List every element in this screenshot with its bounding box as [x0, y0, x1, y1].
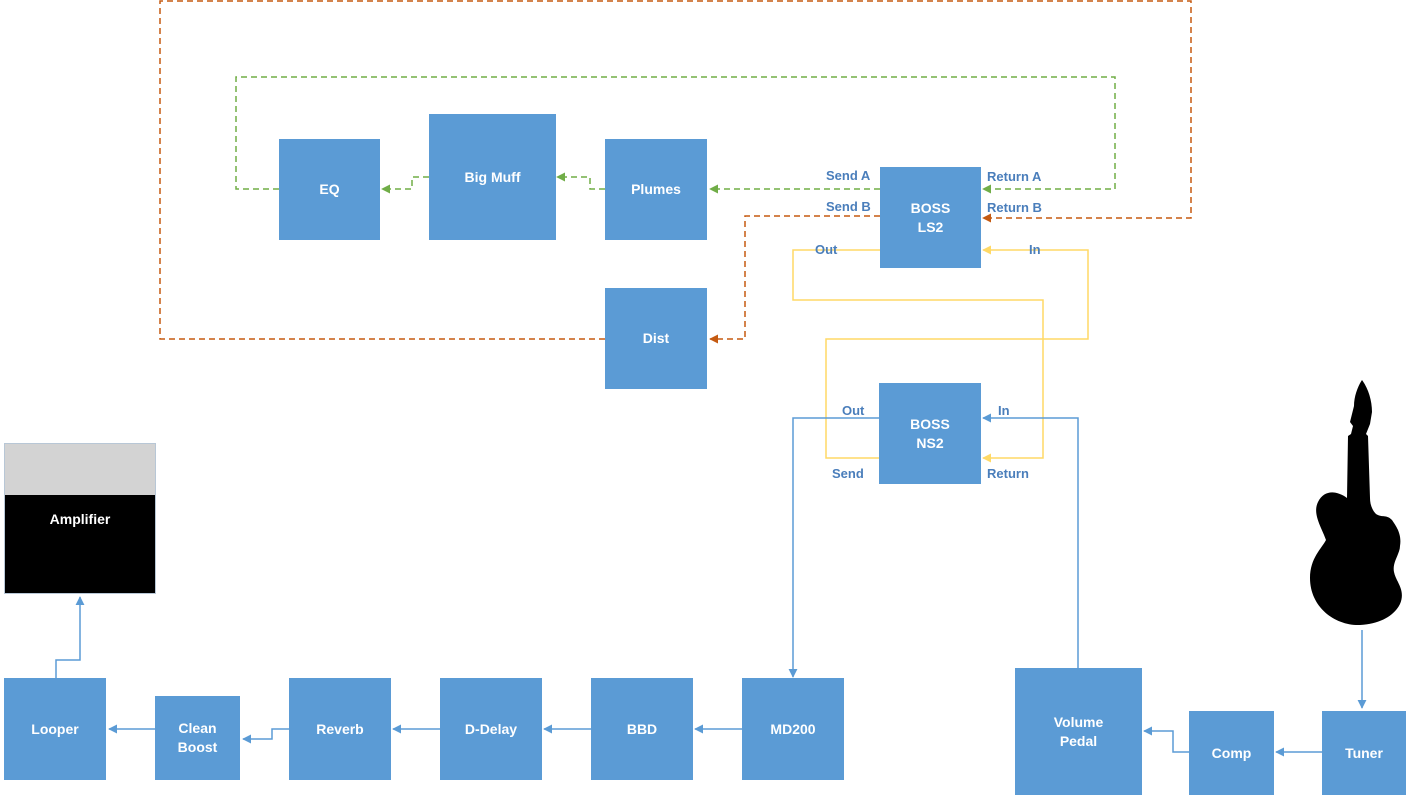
d-delay-pedal: D-Delay — [440, 678, 542, 780]
eq-pedal: EQ — [279, 139, 380, 240]
ns2-return-label: Return — [987, 466, 1029, 481]
amplifier-label: Amplifier — [5, 495, 155, 593]
ns2-out-label: Out — [842, 403, 865, 418]
dist-pedal: Dist — [605, 288, 707, 389]
ls2-in-label: In — [1029, 242, 1041, 257]
electric-guitar-icon — [1310, 380, 1402, 626]
clean-boost-pedal: Clean Boost — [155, 696, 240, 780]
ls2-loop-a-wire — [235, 76, 1116, 194]
big-muff-pedal: Big Muff — [429, 114, 556, 240]
md200-pedal: MD200 — [742, 678, 844, 780]
reverb-pedal: Reverb — [289, 678, 391, 780]
looper-pedal: Looper — [4, 678, 106, 780]
amplifier: Amplifier — [4, 443, 156, 594]
ls2-send-a-label: Send A — [826, 168, 871, 183]
ls2-return-a-label: Return A — [987, 169, 1042, 184]
amplifier-head — [5, 444, 155, 495]
bbd-pedal: BBD — [591, 678, 693, 780]
ls2-send-b-label: Send B — [826, 199, 871, 214]
ns2-in-label: In — [998, 403, 1010, 418]
ns2-loop-wire — [792, 245, 1089, 463]
ls2-return-b-label: Return B — [987, 200, 1042, 215]
volume-pedal: Volume Pedal — [1015, 668, 1142, 795]
main-signal-wire — [55, 413, 1367, 757]
boss-ls2-pedal: BOSS LS2 — [880, 167, 981, 268]
boss-ns2-pedal: BOSS NS2 — [879, 383, 981, 484]
tuner-pedal: Tuner — [1322, 711, 1406, 795]
ls2-out-label: Out — [815, 242, 838, 257]
plumes-pedal: Plumes — [605, 139, 707, 240]
ls2-loop-b-wire — [159, 0, 1192, 344]
comp-pedal: Comp — [1189, 711, 1274, 795]
ns2-send-label: Send — [832, 466, 864, 481]
